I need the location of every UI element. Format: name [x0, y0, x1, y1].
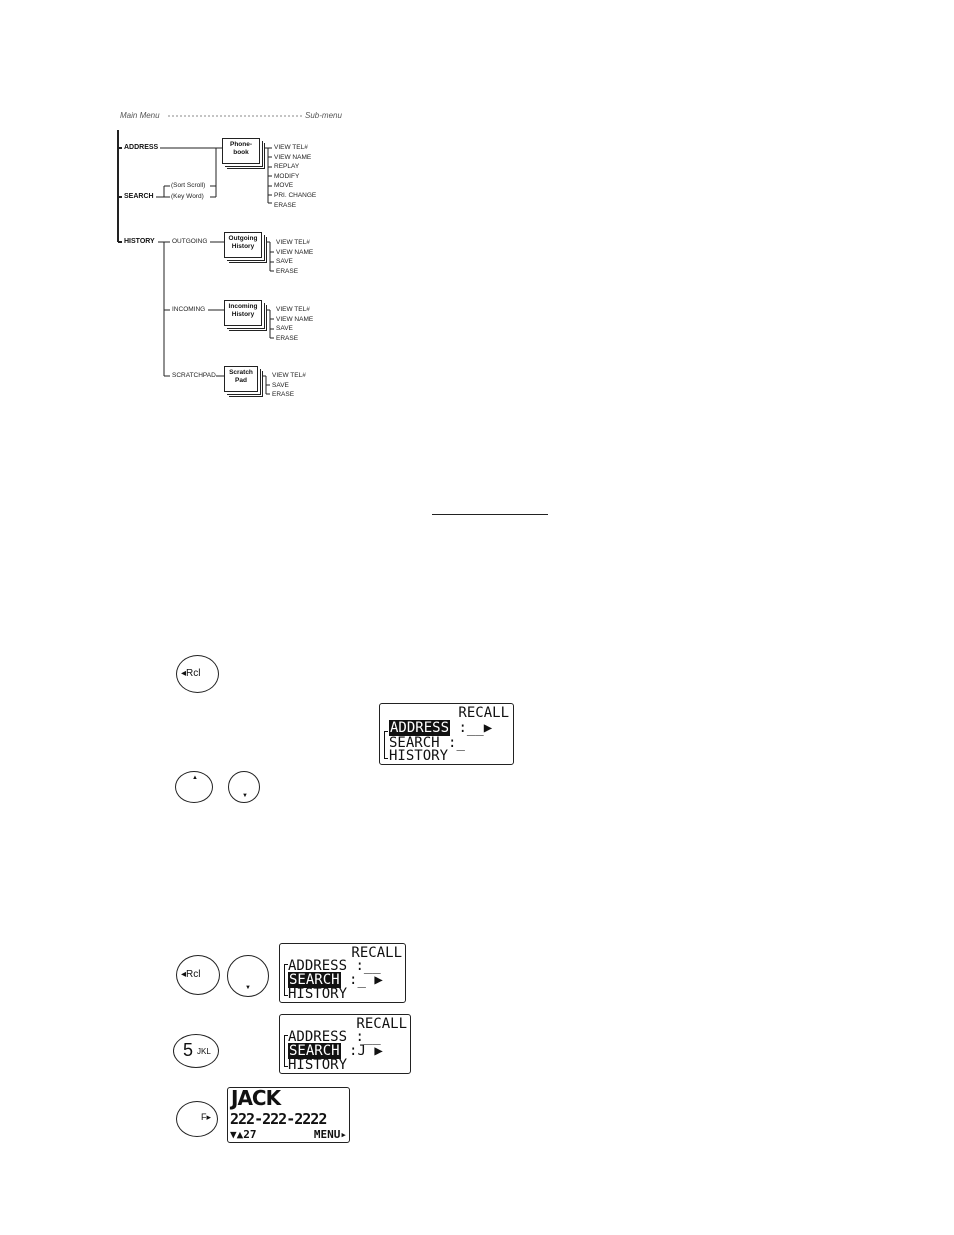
up-arrow-icon: ▲: [192, 775, 198, 781]
up-key[interactable]: ▲: [175, 771, 213, 803]
menu-tree-diagram: Main Menu Sub-menu ADDRESS SEARCH HISTOR…: [112, 104, 352, 404]
lcd-address-value: :__: [458, 720, 484, 736]
lcd-entry-name: JACK: [231, 1086, 281, 1110]
down-key[interactable]: ▼: [228, 771, 260, 803]
history-option-scratchpad: SCRATCHPAD: [172, 372, 216, 379]
down-arrow-icon: ▼: [245, 985, 251, 991]
lcd-row-history: HISTORY: [288, 1057, 348, 1073]
history-option-outgoing: OUTGOING: [172, 238, 208, 245]
scratch-pad-box: Scratch Pad: [224, 366, 258, 392]
sub-menu-header: Sub-menu: [305, 111, 342, 120]
phonebook-box: Phone- book: [222, 138, 260, 164]
rcl-key-2[interactable]: ◂Rcl: [176, 955, 220, 995]
f-key[interactable]: F▸: [176, 1101, 218, 1137]
lcd-address-label: ADDRESS: [288, 1029, 348, 1045]
submenu-item: VIEW NAME: [274, 153, 312, 161]
lcd-title: RECALL: [458, 705, 509, 721]
submenu-item: SAVE: [272, 381, 289, 389]
key-5-letters: JKL: [197, 1047, 211, 1056]
outgoing-history-box: Outgoing History: [224, 232, 262, 258]
lcd-selected-search: SEARCH: [288, 1043, 341, 1059]
search-option-key-word: (Key Word): [171, 193, 204, 200]
submenu-item: VIEW NAME: [276, 248, 314, 256]
lcd-bracket: [284, 1035, 288, 1067]
key-5-jkl[interactable]: 5 JKL: [173, 1034, 219, 1068]
lcd-title: RECALL: [356, 1016, 407, 1032]
lcd-bracket: [384, 731, 388, 759]
lcd-entry-number: 222-222-2222: [230, 1110, 327, 1128]
incoming-history-box: Incoming History: [224, 300, 262, 326]
key-5-digit: 5: [183, 1040, 194, 1060]
submenu-item: ERASE: [276, 267, 299, 275]
lcd-recall-address: RECALL ADDRESS :__▶ SEARCH :_ HISTORY: [379, 703, 514, 765]
main-item-history: HISTORY: [124, 238, 155, 245]
lcd-selected-address: ADDRESS: [389, 720, 451, 736]
lcd-entry-nav: ▼▲27: [230, 1128, 257, 1141]
submenu-item: SAVE: [276, 325, 293, 333]
lcd-address-value: :__: [355, 958, 381, 974]
lcd-selected-search: SEARCH: [288, 972, 341, 988]
submenu-item: VIEW NAME: [276, 315, 314, 323]
rcl-key-label: ◂Rcl: [181, 969, 201, 980]
lcd-row-search: SEARCH :_: [389, 735, 465, 751]
tree-connector-lines: [117, 115, 302, 395]
section-divider: [432, 514, 548, 515]
lcd-bracket: [284, 964, 288, 996]
submenu-item: PRI. CHANGE: [274, 191, 317, 199]
incoming-submenu: VIEW TEL# VIEW NAME SAVE ERASE: [276, 305, 313, 343]
lcd-title: RECALL: [351, 945, 402, 961]
down-key-2[interactable]: ▼: [227, 955, 269, 997]
lcd-row-address: ADDRESS :__▶: [389, 720, 492, 736]
lcd-row-history: HISTORY: [288, 986, 348, 1002]
rcl-key[interactable]: ◂Rcl: [176, 655, 219, 693]
search-option-sort-scroll: (Sort Scroll): [171, 182, 206, 189]
scratch-submenu: VIEW TEL# SAVE ERASE: [272, 371, 306, 400]
lcd-row-history: HISTORY: [389, 748, 449, 764]
lcd-search-value: :J: [349, 1043, 366, 1059]
main-menu-header: Main Menu: [120, 111, 160, 120]
phonebook-submenu: VIEW TEL# VIEW NAME REPLAY MODIFY MOVE P…: [274, 143, 316, 210]
lcd-address-value: :__: [355, 1029, 381, 1045]
outgoing-submenu: VIEW TEL# VIEW NAME SAVE ERASE: [276, 238, 313, 276]
lcd-row-search: SEARCH :_ ▶: [288, 972, 383, 988]
submenu-item: ERASE: [276, 334, 299, 342]
lcd-phonebook-entry: JACK 222-222-2222 ▼▲27 MENU▸: [227, 1086, 350, 1143]
submenu-item: VIEW TEL#: [276, 239, 310, 246]
lcd-address-label: ADDRESS: [288, 958, 348, 974]
lcd-search-value: :_: [448, 735, 465, 751]
lcd-entry-menu: MENU▸: [313, 1128, 347, 1141]
submenu-item: VIEW TEL#: [274, 144, 308, 151]
submenu-item: SAVE: [276, 258, 293, 266]
lcd-search-value: :_: [349, 972, 366, 988]
lcd-search-label: SEARCH: [389, 735, 440, 751]
lcd-recall-search-j: RECALL ADDRESS :__ SEARCH :J ▶ HISTORY: [279, 1014, 411, 1074]
submenu-item: ERASE: [272, 391, 295, 399]
main-item-address: ADDRESS: [124, 144, 159, 151]
lcd-row-search: SEARCH :J ▶: [288, 1043, 383, 1059]
lcd-arrow-icon: ▶: [374, 1043, 383, 1059]
submenu-item: MODIFY: [274, 172, 300, 180]
f-key-label: F▸: [201, 1112, 212, 1122]
lcd-row-address: ADDRESS :__: [288, 1029, 381, 1045]
submenu-item: REPLAY: [274, 163, 300, 171]
history-option-incoming: INCOMING: [172, 306, 206, 313]
submenu-item: VIEW TEL#: [272, 372, 306, 379]
rcl-key-label: ◂Rcl: [181, 668, 201, 679]
down-arrow-icon: ▼: [242, 793, 248, 799]
submenu-item: ERASE: [274, 201, 297, 209]
submenu-item: VIEW TEL#: [276, 306, 310, 313]
lcd-arrow-icon: ▶: [483, 720, 493, 736]
main-item-search: SEARCH: [124, 193, 154, 200]
lcd-recall-search: RECALL ADDRESS :__ SEARCH :_ ▶ HISTORY: [279, 943, 406, 1003]
lcd-row-address: ADDRESS :__: [288, 958, 381, 974]
lcd-arrow-icon: ▶: [374, 972, 383, 988]
submenu-item: MOVE: [274, 182, 294, 190]
